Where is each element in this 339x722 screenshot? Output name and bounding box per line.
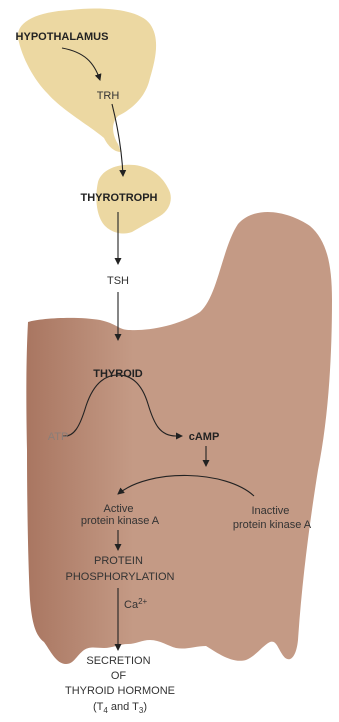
- atp-label: ATP: [48, 431, 69, 443]
- thyrotroph-label: THYROTROPH: [81, 192, 158, 204]
- camp-label: cAMP: [189, 431, 220, 443]
- thyroid-hormone-types-label: (T4 and T3): [93, 701, 147, 715]
- hypothalamus-label: HYPOTHALAMUS: [16, 31, 109, 43]
- trh-label: TRH: [97, 90, 120, 102]
- secretion-label: SECRETION OF THYROID HORMONE: [65, 655, 175, 697]
- thyroid-region: [26, 212, 332, 664]
- tsh-label: TSH: [107, 275, 129, 287]
- thyroid-label: THYROID: [93, 368, 143, 380]
